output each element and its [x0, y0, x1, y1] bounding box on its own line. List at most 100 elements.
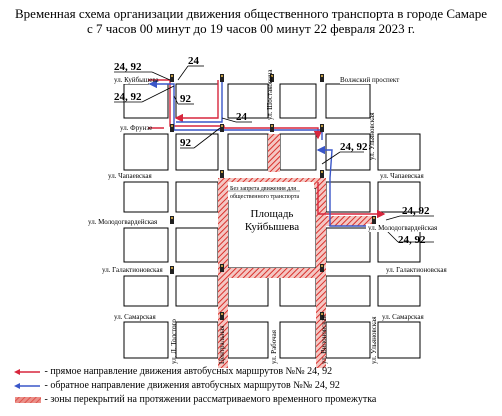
closed-zone-swatch-icon: [15, 396, 41, 403]
title-line-1: Временная схема организации движения общ…: [15, 6, 487, 21]
traffic-light-lamp: [271, 75, 273, 77]
legend-direct-text: - прямое направление движения автобусных…: [44, 366, 333, 377]
route-label: 24, 92: [340, 141, 368, 153]
city-block: [123, 227, 169, 263]
city-block: [175, 321, 219, 359]
legend-direct: - прямое направление движения автобусных…: [14, 366, 332, 378]
traffic-light-icon: [320, 74, 324, 82]
route-label: 24: [188, 55, 200, 67]
square-label-line-1: Площадь: [251, 208, 294, 220]
traffic-light-lamp: [171, 267, 173, 269]
traffic-light-icon: [320, 170, 324, 178]
reverse-arrow-icon: [14, 382, 40, 389]
closed-zone: [316, 178, 326, 278]
city-block: [123, 275, 169, 307]
street-vilonovskaya: ул. Вилоновская: [320, 314, 328, 364]
street-shostakovicha: ул. Шостаковича: [266, 69, 274, 120]
traffic-light-lamp: [171, 217, 173, 219]
city-block: [325, 133, 371, 171]
closed-zone: [268, 134, 280, 172]
closed-zone: [218, 278, 228, 368]
traffic-light-icon: [170, 266, 174, 274]
street-galaktionovskaya-left: ул. Галактионовская: [102, 266, 163, 274]
street-samarskaya-right: ул. Самарская: [382, 313, 424, 321]
street-kuibysheva: ул. Куйбышева: [114, 76, 160, 84]
traffic-light-lamp: [321, 75, 323, 77]
traffic-light-icon: [220, 264, 224, 272]
traffic-light-lamp: [321, 313, 323, 315]
city-block: [123, 321, 169, 359]
route-label: 92: [180, 93, 192, 105]
route-label: 24, 92: [398, 234, 426, 246]
reverse-route-line: [176, 82, 223, 123]
city-block: [175, 133, 219, 171]
city-block: [227, 275, 269, 307]
traffic-light-lamp: [221, 171, 223, 173]
city-block: [123, 133, 169, 171]
city-block: [175, 181, 219, 213]
closed-zones: [218, 134, 372, 368]
city-block: [279, 133, 317, 171]
traffic-light-icon: [372, 216, 376, 224]
route-label: 92: [180, 137, 192, 149]
traffic-light-lamp: [221, 75, 223, 77]
legend-reverse: - обратное направление движения автобусн…: [14, 380, 340, 392]
traffic-light-icon: [220, 74, 224, 82]
traffic-light-icon: [270, 74, 274, 82]
traffic-light-lamp: [221, 265, 223, 267]
street-galaktionovskaya-right: ул. Галактионовская: [386, 266, 447, 274]
route-label: 24, 92: [114, 61, 142, 73]
street-molodogvardeiskaya-right: ул. Молодогвардейская: [368, 224, 438, 232]
traffic-light-icon: [220, 312, 224, 320]
city-block: [123, 181, 169, 213]
closed-zone: [218, 178, 228, 278]
traffic-light-lamp: [221, 313, 223, 315]
city-block: [227, 83, 269, 119]
traffic-light-icon: [220, 124, 224, 132]
street-samarskaya-left: ул. Самарская: [114, 313, 156, 321]
traffic-light-icon: [270, 124, 274, 132]
city-block: [279, 83, 317, 119]
city-block: [325, 181, 371, 213]
city-block: [377, 133, 421, 171]
legend-closed: - зоны перекрытий на протяжении рассматр…: [14, 394, 376, 406]
note-line-1: Без запрета движения для: [230, 186, 296, 192]
city-block: [175, 275, 219, 307]
street-labels: ул. Куйбышева Волжский проспект ул. Фрун…: [86, 69, 448, 364]
traffic-light-icon: [320, 312, 324, 320]
traffic-light-icon: [170, 216, 174, 224]
route-pointers: [114, 65, 434, 243]
street-ulyanovskaya-top: ул. Ульяновская: [368, 112, 376, 160]
traffic-light-lamp: [171, 125, 173, 127]
street-molodogvardeiskaya-left: ул. Молодогвардейская: [88, 218, 158, 226]
closed-zone: [326, 216, 372, 226]
square-label-bg: [236, 206, 310, 234]
traffic-light-icon: [320, 264, 324, 272]
city-block: [279, 321, 317, 359]
city-block: [279, 275, 317, 307]
title-line-2: с 7 часов 00 минут до 19 часов 00 минут …: [86, 21, 415, 36]
square-label-line-2: Куйбышева: [245, 221, 299, 233]
traffic-light-icon: [170, 124, 174, 132]
direct-route-line: [174, 80, 219, 123]
city-block: [325, 83, 371, 119]
route-label: 24, 92: [402, 205, 430, 217]
traffic-light-icon: [220, 170, 224, 178]
street-chapaevskaya-right: ул. Чапаевская: [380, 172, 424, 180]
route-labels: 24, 92 24 24, 92 92 24 92 24, 92 24, 92 …: [114, 55, 430, 246]
city-block: [377, 275, 421, 307]
traffic-lights: [170, 74, 376, 320]
street-frunze: ул. Фрунзе: [120, 124, 152, 132]
city-block: [325, 321, 371, 359]
legend-reverse-text: - обратное направление движения автобусн…: [44, 380, 340, 391]
map-title: Временная схема организации движения общ…: [0, 6, 502, 36]
traffic-light-lamp: [321, 265, 323, 267]
street-tsentralnaya: Центральная: [218, 325, 226, 364]
direct-route-line: [317, 182, 386, 219]
city-block: [325, 275, 371, 307]
reverse-route-line: [316, 145, 386, 227]
city-block: [175, 227, 219, 263]
city-block: [227, 133, 269, 171]
traffic-light-icon: [320, 124, 324, 132]
closed-zone: [218, 268, 326, 278]
